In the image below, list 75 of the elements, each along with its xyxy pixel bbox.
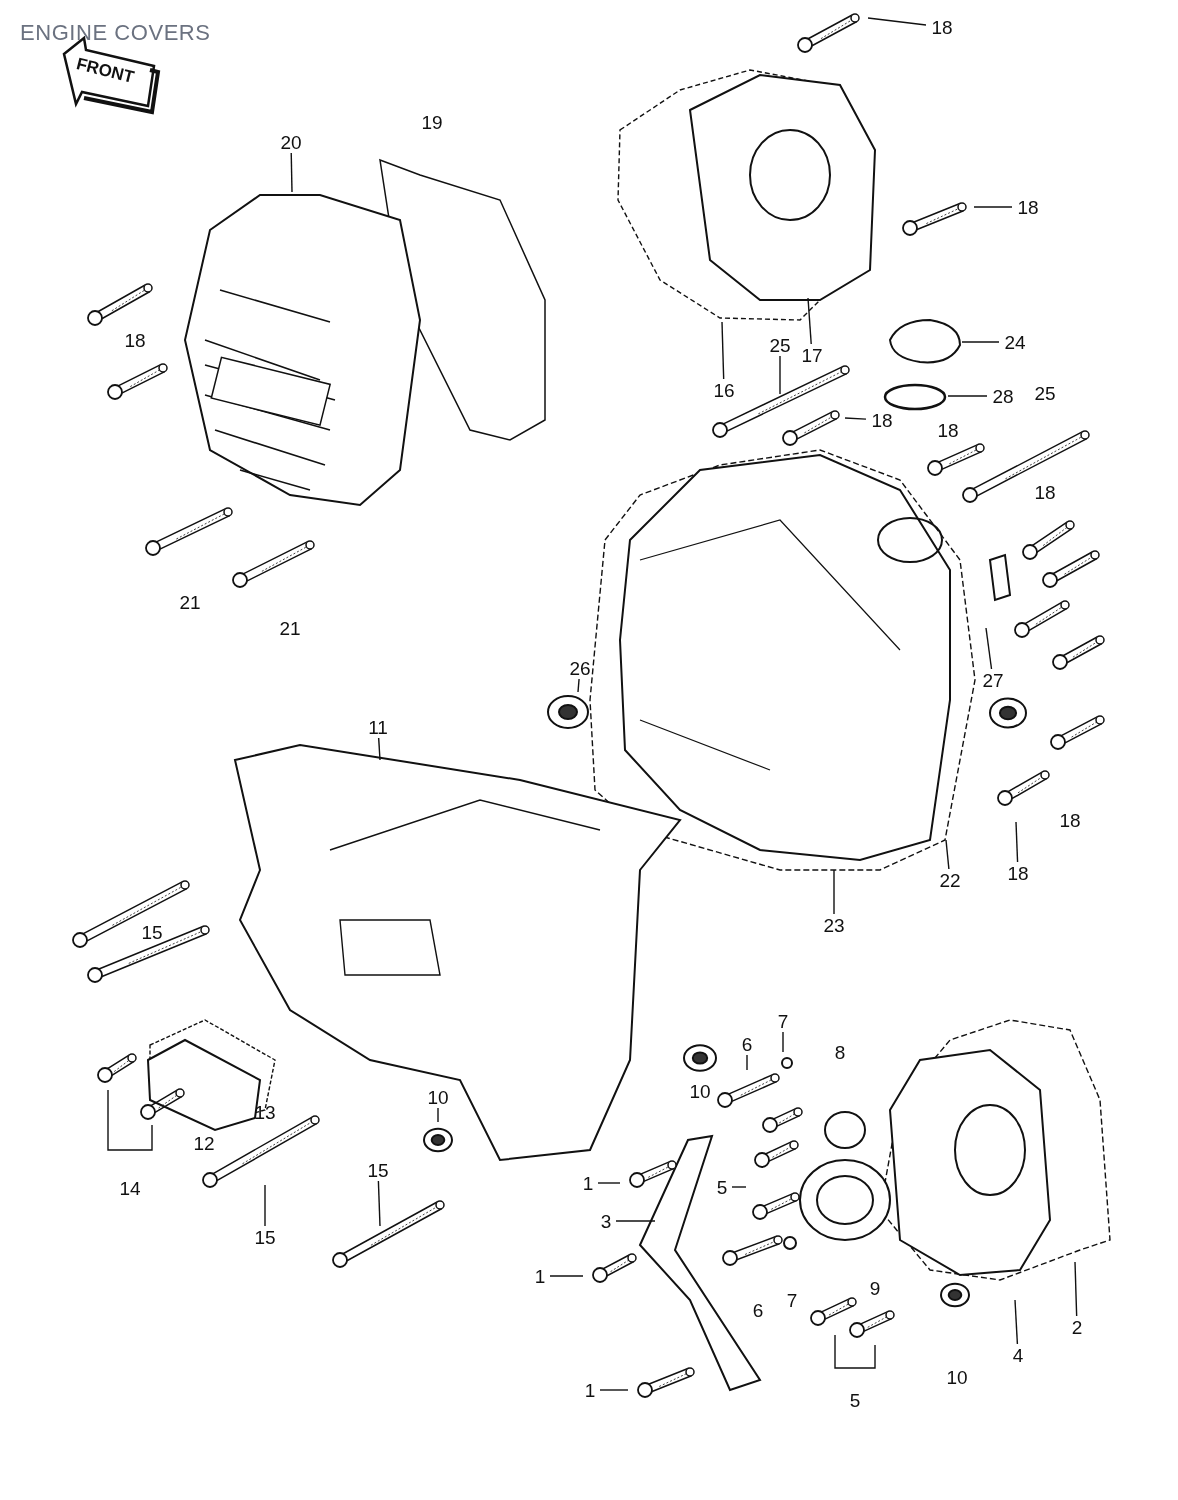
leader-line bbox=[961, 341, 1000, 343]
leader-line bbox=[947, 395, 988, 397]
leader-line bbox=[807, 297, 812, 345]
callout-number: 18 bbox=[1006, 863, 1030, 883]
callout-number: 6 bbox=[751, 1300, 765, 1320]
page-title: ENGINE COVERS bbox=[20, 19, 211, 47]
callout-number: 23 bbox=[822, 915, 846, 935]
leader-line bbox=[1014, 1299, 1019, 1345]
callout-number: 25 bbox=[768, 335, 792, 355]
leader-line bbox=[721, 321, 725, 380]
callout-number: 13 bbox=[253, 1102, 277, 1122]
leader-line bbox=[577, 678, 580, 693]
callout-number: 18 bbox=[123, 330, 147, 350]
leader-line bbox=[1074, 1261, 1078, 1317]
leader-line bbox=[290, 152, 293, 193]
leader-line bbox=[782, 1031, 784, 1053]
leader-line bbox=[779, 355, 781, 395]
callout-number: 8 bbox=[833, 1042, 847, 1062]
callout-number: 1 bbox=[533, 1266, 547, 1286]
callout-number: 10 bbox=[426, 1087, 450, 1107]
callout-number: 10 bbox=[688, 1081, 712, 1101]
callout-number: 2 bbox=[1070, 1317, 1084, 1337]
callout-number: 7 bbox=[776, 1011, 790, 1031]
callout-number: 3 bbox=[599, 1211, 613, 1231]
callout-number: 18 bbox=[930, 17, 954, 37]
callout-number: 18 bbox=[870, 410, 894, 430]
leader-line bbox=[867, 17, 927, 26]
leader-line bbox=[615, 1220, 656, 1222]
callout-number: 14 bbox=[118, 1178, 142, 1198]
callout-number: 24 bbox=[1003, 332, 1027, 352]
callout-number: 7 bbox=[785, 1290, 799, 1310]
callout-number: 17 bbox=[800, 345, 824, 365]
leader-line bbox=[973, 206, 1013, 208]
callout-number: 10 bbox=[945, 1367, 969, 1387]
leader-line bbox=[945, 839, 950, 870]
callout-number: 18 bbox=[1058, 810, 1082, 830]
leader-line bbox=[264, 1184, 266, 1227]
leader-line bbox=[1015, 821, 1019, 863]
callout-number: 11 bbox=[367, 717, 389, 737]
direction-label: FRONT bbox=[74, 55, 136, 86]
callout-number: 1 bbox=[583, 1380, 597, 1400]
callout-number: 21 bbox=[178, 592, 202, 612]
callout-number: 16 bbox=[712, 380, 736, 400]
callout-number: 15 bbox=[366, 1160, 390, 1180]
callout-number: 26 bbox=[568, 658, 592, 678]
leader-line bbox=[377, 1180, 381, 1227]
callout-number: 15 bbox=[253, 1227, 277, 1247]
callout-number: 1 bbox=[581, 1173, 595, 1193]
callout-number: 28 bbox=[991, 386, 1015, 406]
leader-line bbox=[597, 1182, 621, 1184]
leader-line bbox=[833, 869, 835, 915]
callout-number: 21 bbox=[278, 618, 302, 638]
callout-number: 27 bbox=[981, 670, 1005, 690]
leader-line bbox=[377, 737, 381, 761]
callout-number: 4 bbox=[1011, 1345, 1025, 1365]
callout-number: 18 bbox=[1033, 482, 1057, 502]
callout-number: 5 bbox=[848, 1390, 862, 1410]
leader-line bbox=[599, 1389, 629, 1391]
leader-line bbox=[746, 1054, 748, 1071]
leader-line bbox=[437, 1107, 439, 1123]
callout-number: 19 bbox=[420, 112, 444, 132]
callout-number: 18 bbox=[936, 420, 960, 440]
leader-line bbox=[731, 1186, 747, 1188]
callout-number: 20 bbox=[279, 132, 303, 152]
callout-number: 22 bbox=[938, 870, 962, 890]
callout-number: 18 bbox=[1016, 197, 1040, 217]
callout-number: 25 bbox=[1033, 383, 1057, 403]
leader-line bbox=[549, 1275, 584, 1277]
leader-line bbox=[985, 627, 993, 670]
callout-number: 5 bbox=[715, 1177, 729, 1197]
callout-number: 9 bbox=[868, 1278, 882, 1298]
callout-number: 15 bbox=[140, 922, 164, 942]
leader-line bbox=[844, 417, 867, 420]
callout-number: 6 bbox=[740, 1034, 754, 1054]
callout-number: 12 bbox=[192, 1133, 216, 1153]
